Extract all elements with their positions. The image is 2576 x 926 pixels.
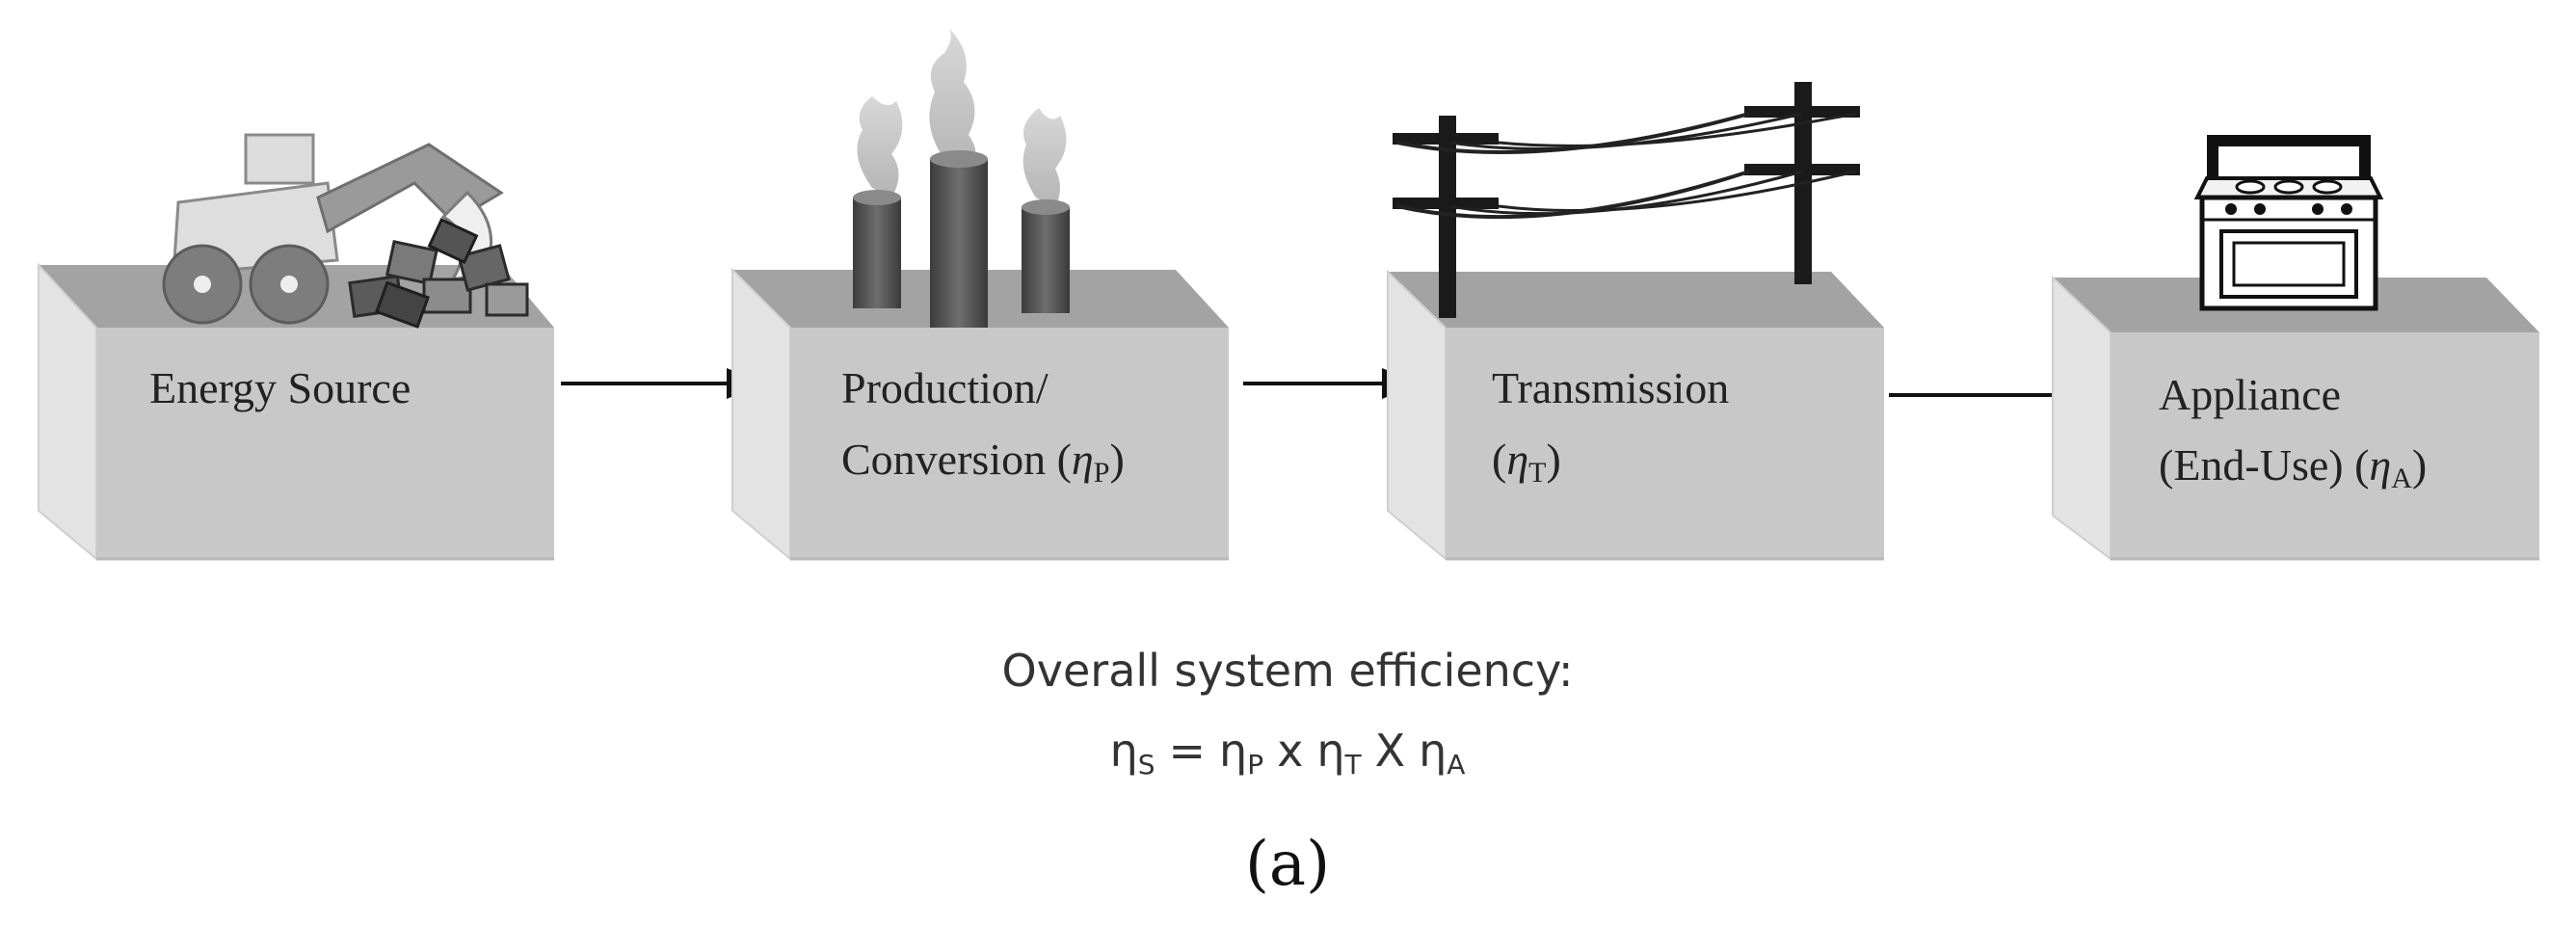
formula-times-2: X (1375, 725, 1406, 777)
eta-subscript: T (1528, 457, 1546, 489)
stage-label-production-eta: Conversion (ηP) (841, 435, 1125, 489)
eta-symbol: η (1419, 725, 1447, 777)
stage-label-transmission: Transmission (1492, 363, 1729, 412)
stage-label-appliance: Appliance (2159, 370, 2341, 419)
stage-line1: Appliance (2159, 370, 2341, 419)
coal-pile-icon (348, 217, 529, 329)
box-front (96, 328, 554, 559)
stage-line1: Energy Source (149, 363, 411, 412)
eta-symbol: η (1219, 725, 1247, 777)
stage-box-transmission (1387, 269, 1884, 562)
formula-sub-p: P (1247, 749, 1263, 780)
eta-symbol: η (1316, 725, 1344, 777)
box-top (1388, 272, 1884, 328)
smokestacks-icon (853, 29, 1070, 328)
formula-sub-s: S (1138, 749, 1155, 780)
stove-icon (2193, 135, 2384, 311)
eta-subscript: P (1094, 457, 1110, 489)
stage-line1: Production/ (841, 363, 1049, 412)
formula-times-1: x (1277, 725, 1303, 777)
power-lines-icon (1393, 82, 1860, 318)
close-paren: ) (1109, 435, 1124, 484)
stage-line2: ( (1492, 435, 1506, 484)
stage-label-transmission-eta: (ηT) (1492, 435, 1561, 489)
stage-label-appliance-eta: (End-Use) (ηA) (2159, 440, 2427, 494)
close-paren: ) (1546, 435, 1560, 484)
stage-line2: (End-Use) ( (2159, 440, 2369, 489)
stage-line1: Transmission (1492, 363, 1729, 412)
eta-symbol: η (2369, 440, 2391, 489)
stage-label-energy-source: Energy Source (149, 363, 411, 412)
caption-title: Overall system efficiency: (1002, 645, 1574, 697)
formula-sub-t: T (1343, 749, 1362, 780)
close-paren: ) (2412, 440, 2427, 489)
stage-label-production: Production/ (841, 363, 1049, 412)
box-front (790, 328, 1229, 559)
box-front (2111, 332, 2539, 559)
formula-equals: = (1169, 725, 1207, 777)
eta-symbol: η (1506, 435, 1528, 484)
eta-symbol: η (1072, 435, 1094, 484)
stage-box-appliance (2052, 275, 2539, 561)
eta-subscript: A (2391, 463, 2412, 494)
box-front (1446, 328, 1884, 559)
panel-label: (a) (1245, 829, 1330, 900)
formula-sub-a: A (1447, 749, 1465, 780)
eta-symbol: η (1110, 725, 1138, 777)
stage-line2: Conversion ( (841, 435, 1072, 484)
